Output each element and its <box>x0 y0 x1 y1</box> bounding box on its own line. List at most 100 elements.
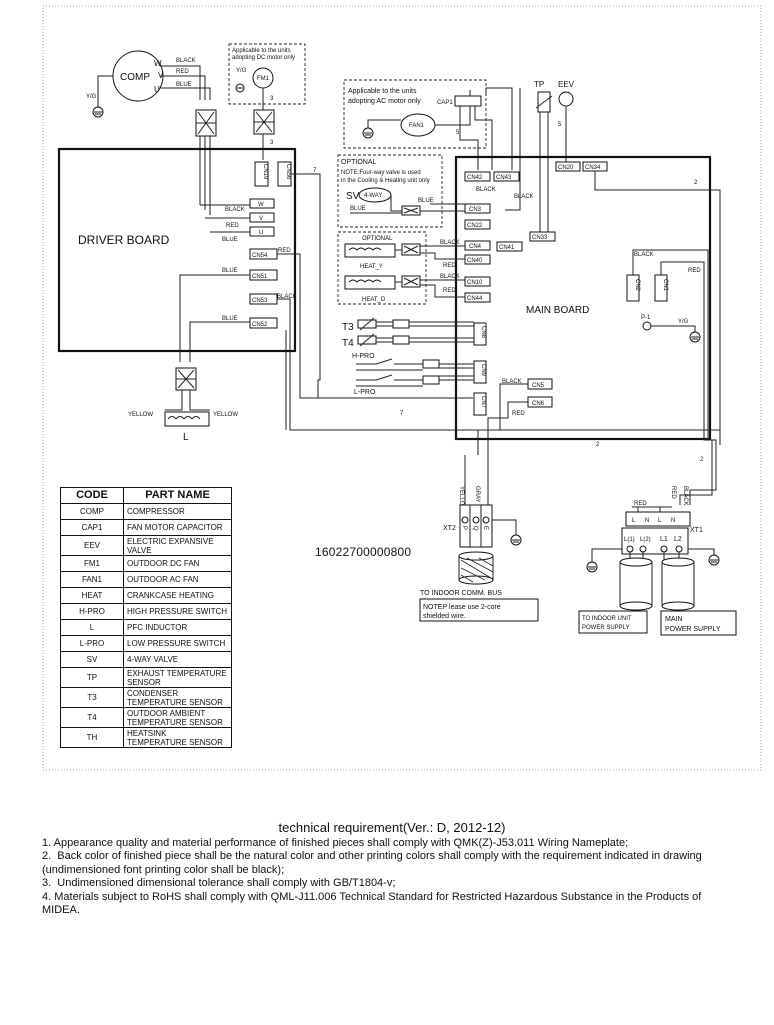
p1-label: P-1 <box>641 315 651 321</box>
part-code: T4 <box>60 707 124 728</box>
part-code: COMP <box>60 503 124 520</box>
cn20-label: CN20 <box>558 165 574 171</box>
eev-valve-icon <box>558 91 574 107</box>
xt2-p-label: P <box>461 526 467 530</box>
cn41-black-label: BLACK <box>514 194 534 200</box>
cn56-label: CN56 <box>285 164 291 180</box>
hpro-connector-icon <box>422 359 440 369</box>
eev-label: EEV <box>558 80 575 89</box>
cn22-label: CN22 <box>467 223 483 229</box>
comp-red-label: RED <box>176 69 189 75</box>
cn7-wire-count: 7 <box>400 411 404 417</box>
xt2-yellow-label: YELLOW <box>458 486 464 511</box>
comp-w-label: W <box>154 59 162 68</box>
driver-board <box>57 147 297 353</box>
v-label: V <box>259 216 263 222</box>
capacitor-icon <box>454 95 482 107</box>
part-code: L <box>60 619 124 636</box>
part-name: CRANKCASE HEATING <box>123 587 232 604</box>
heat-y-black-label: BLACK <box>440 240 460 246</box>
fm1-wire-count-2: 3 <box>270 140 274 146</box>
compressor: COMP W V U <box>112 50 164 102</box>
note-line-1: NOTEP lease use 2-core <box>423 604 501 611</box>
cn54-red-label: RED <box>278 248 291 254</box>
xt1-red-label: RED <box>670 486 676 499</box>
indoor-power-cable-icon <box>619 557 653 567</box>
note-line-2: shielded wire. <box>423 613 466 620</box>
part-code: FAN1 <box>60 571 124 588</box>
cn2-black-label: BLACK <box>634 252 654 258</box>
part-code: FM1 <box>60 555 124 572</box>
part-name: HEATSINK TEMPERATURE SENSOR <box>123 727 232 748</box>
comp-u-label: U <box>154 85 160 94</box>
ac-note-1: Applicable to the units <box>348 88 417 95</box>
part-name: OUTDOOR AMBIENT TEMPERATURE SENSOR <box>123 707 232 728</box>
indoor-supply-1: TO INDOOR UNIT <box>582 616 632 622</box>
xt2-q-label: Q <box>472 526 478 531</box>
pfc-inductor-icon <box>164 411 210 427</box>
fan1-label: FAN1 <box>409 123 425 129</box>
cn51-label: CN51 <box>252 274 268 280</box>
requirement-line-2: 2. Back color of finished piece shall be… <box>42 850 705 876</box>
heat-d-label: HEAT_D <box>362 297 386 303</box>
part-name-header: PART NAME <box>123 487 232 504</box>
cn56-wire-count: 7 <box>313 168 317 174</box>
cn7-label: CN7 <box>480 396 486 409</box>
part-code: TP <box>60 667 124 688</box>
u-label: U <box>259 230 263 236</box>
cn52-label: CN52 <box>252 322 268 328</box>
heat-d-black-label: BLACK <box>440 274 460 280</box>
lpro-label: L-PRO <box>354 389 376 396</box>
heat-d-red-label: RED <box>443 288 456 294</box>
t3-connector-icon <box>392 319 410 329</box>
driver-board-label: DRIVER BOARD <box>78 233 170 247</box>
u-blue-label: BLUE <box>222 237 238 243</box>
indoor-comm-label: TO INDOOR COMM. BUS <box>420 590 502 597</box>
connector-w <box>249 198 275 209</box>
part-name: LOW PRESSURE SWITCH <box>123 635 232 652</box>
technical-requirements-title: technical requirement(Ver.: D, 2012-12) <box>278 820 506 835</box>
cn53-label: CN53 <box>252 298 268 304</box>
cn5-black-label: BLACK <box>502 379 522 385</box>
comp-black-label: BLACK <box>176 58 196 64</box>
l-yellow-left-label: YELLOW <box>128 412 153 418</box>
technical-requirements: technical requirement(Ver.: D, 2012-12) … <box>42 821 742 918</box>
connector-cn9 <box>473 360 487 384</box>
ground-icon <box>586 561 598 573</box>
xt1-red-top-label: RED <box>634 501 647 507</box>
sv-blue-left-label: BLUE <box>350 206 366 212</box>
connector-cn41 <box>496 241 523 252</box>
part-name: COMPRESSOR <box>123 503 232 520</box>
main-power-cable-icon <box>661 557 695 567</box>
cn5-label: CN5 <box>532 383 545 389</box>
heat-y-red-label: RED <box>443 263 456 269</box>
xt1-wire-count: 2 <box>700 457 704 463</box>
cn34-wire-count: 2 <box>694 180 698 186</box>
comp-blue-label: BLUE <box>176 82 192 88</box>
t3-label: T3 <box>342 322 354 333</box>
bottom-wire-count: 2 <box>596 442 600 448</box>
connector-cn42 <box>464 171 491 182</box>
t4-label: T4 <box>342 338 354 349</box>
part-code: L-PRO <box>60 635 124 652</box>
cn1-red-label: RED <box>688 268 701 274</box>
connector-u <box>249 226 275 237</box>
w-black-label: BLACK <box>225 207 245 213</box>
dc-fan-optional-box <box>228 43 306 105</box>
main-supply-box <box>660 610 737 636</box>
comp-yg-label: Y/G <box>86 94 97 100</box>
connector-cn8 <box>473 322 487 346</box>
dc-note-1: Applicable to the units <box>232 48 291 54</box>
part-code: SV <box>60 651 124 668</box>
fm1-label: FM1 <box>257 76 270 82</box>
part-name: EXHAUST TEMPERATURE SENSOR <box>123 667 232 688</box>
requirement-line-1: 1. Appearance quality and material perfo… <box>42 836 629 849</box>
cn41-label: CN41 <box>499 245 515 251</box>
